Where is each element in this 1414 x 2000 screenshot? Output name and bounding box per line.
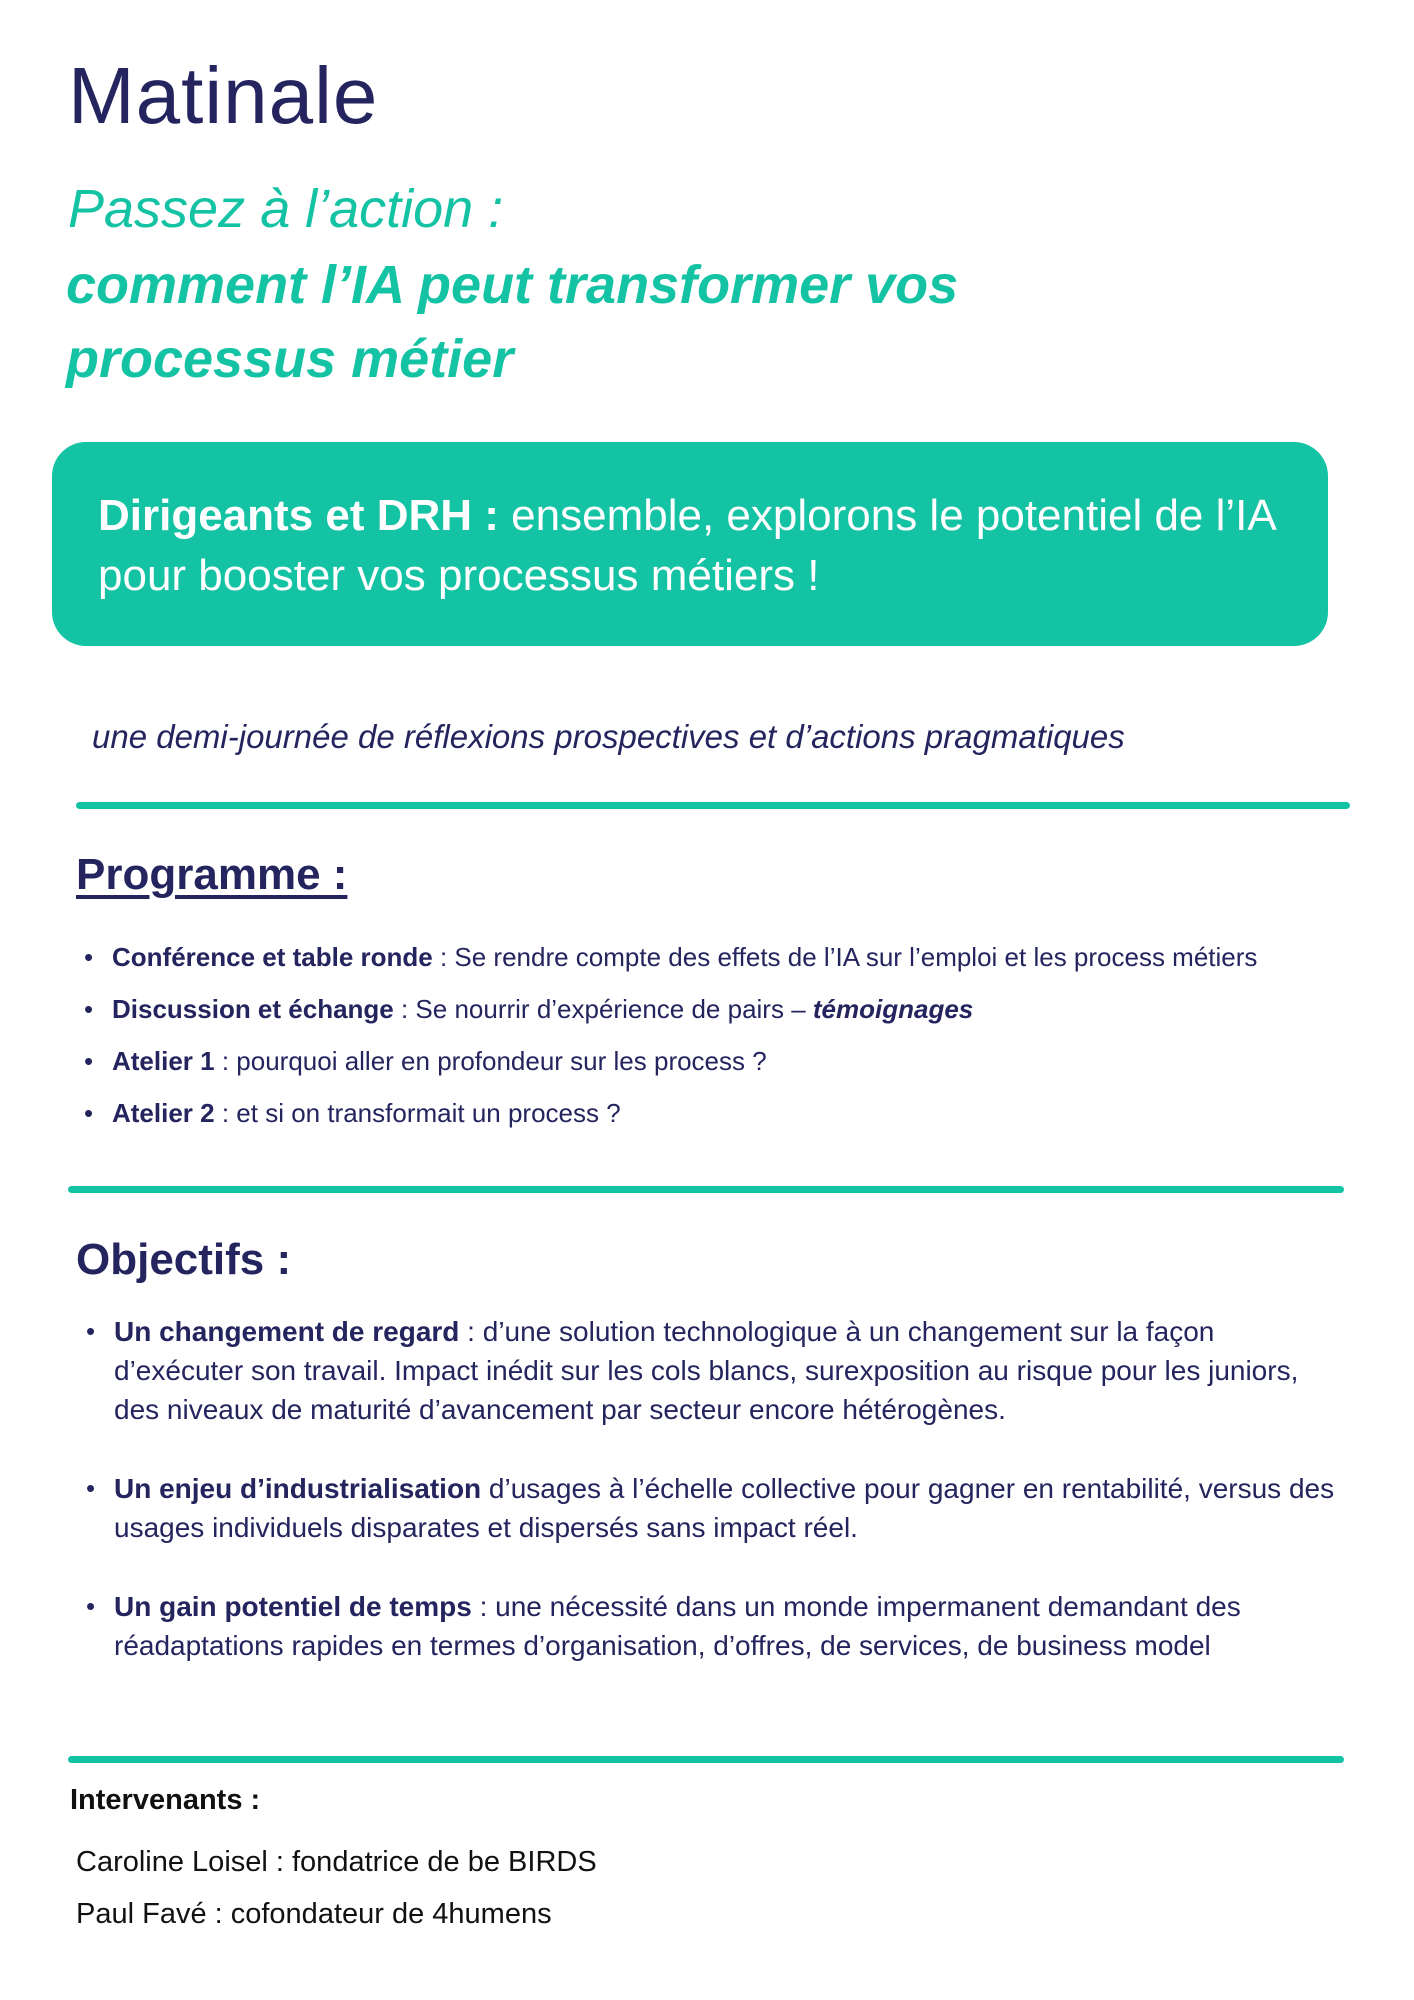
- bullet-icon: •: [86, 1473, 96, 1503]
- objectifs-heading: Objectifs :: [76, 1235, 292, 1284]
- subtitle-line-1: Passez à l’action :: [68, 179, 504, 239]
- item-text: d’usages à l’échelle collective pour gag…: [114, 1473, 1335, 1543]
- bullet-icon: •: [84, 1098, 94, 1128]
- list-item: • Un gain potentiel de temps : une nécess…: [86, 1587, 1344, 1665]
- item-text: : Se rendre compte des effets de l’IA su…: [432, 942, 1258, 972]
- banner-body: ensemble, explorons le potentiel de l’IA…: [98, 491, 1275, 600]
- list-item: • Discussion et échange : Se nourrir d’ex…: [84, 992, 1402, 1044]
- item-bold: Atelier 2: [112, 1098, 215, 1128]
- bullet-icon: •: [84, 1046, 94, 1076]
- item-text: : une nécessité dans un monde impermanen…: [114, 1591, 1241, 1661]
- subtitle-line-2: comment l’IA peut transformer vos proces…: [66, 255, 959, 389]
- programme-list: • Conférence et table ronde : Se rendre c…: [84, 940, 1402, 1148]
- list-item: • Conférence et table ronde : Se rendre c…: [84, 940, 1402, 992]
- audience-banner: Dirigeants et DRH : ensemble, explorons …: [52, 442, 1328, 646]
- objectifs-list: • Un changement de regard : d’une solutio…: [86, 1312, 1344, 1705]
- divider-3: [68, 1756, 1344, 1763]
- divider-2: [68, 1186, 1344, 1193]
- item-text: : d’une solution technologique à un chan…: [114, 1316, 1299, 1425]
- list-item: • Atelier 1 : pourquoi aller en profondeu…: [84, 1044, 1402, 1096]
- banner-text: Dirigeants et DRH : ensemble, explorons …: [98, 486, 1284, 606]
- item-text: : Se nourrir d’expérience de pairs –: [393, 994, 813, 1024]
- intervenants-heading: Intervenants :: [70, 1784, 261, 1816]
- bullet-icon: •: [86, 1316, 96, 1346]
- bullet-icon: •: [84, 994, 94, 1024]
- speaker-1: Caroline Loisel : fondatrice de be BIRDS: [76, 1846, 597, 1878]
- item-text: : pourquoi aller en profondeur sur les p…: [214, 1046, 767, 1076]
- banner-bold: Dirigeants et DRH :: [98, 491, 499, 540]
- list-item: • Atelier 2 : et si on transformait un pr…: [84, 1096, 1402, 1148]
- speaker-2: Paul Favé : cofondateur de 4humens: [76, 1898, 552, 1930]
- list-item: • Un changement de regard : d’une solutio…: [86, 1312, 1344, 1429]
- list-item: • Un enjeu d’industrialisation d’usages à…: [86, 1469, 1344, 1547]
- item-emphasis: témoignages: [812, 994, 974, 1024]
- programme-heading: Programme :: [76, 850, 348, 899]
- item-bold: Discussion et échange: [112, 994, 394, 1024]
- item-bold: Un enjeu d’industrialisation: [114, 1473, 482, 1504]
- divider-1: [76, 802, 1350, 809]
- item-bold: Conférence et table ronde: [112, 942, 433, 972]
- item-bold: Atelier 1: [112, 1046, 215, 1076]
- item-bold: Un gain potentiel de temps: [114, 1591, 472, 1622]
- bullet-icon: •: [84, 942, 94, 972]
- bullet-icon: •: [86, 1591, 96, 1621]
- item-bold: Un changement de regard: [114, 1316, 460, 1347]
- tagline: une demi-journée de réflexions prospecti…: [92, 718, 1125, 755]
- page-title: Matinale: [68, 51, 379, 140]
- item-text: : et si on transformait un process ?: [214, 1098, 621, 1128]
